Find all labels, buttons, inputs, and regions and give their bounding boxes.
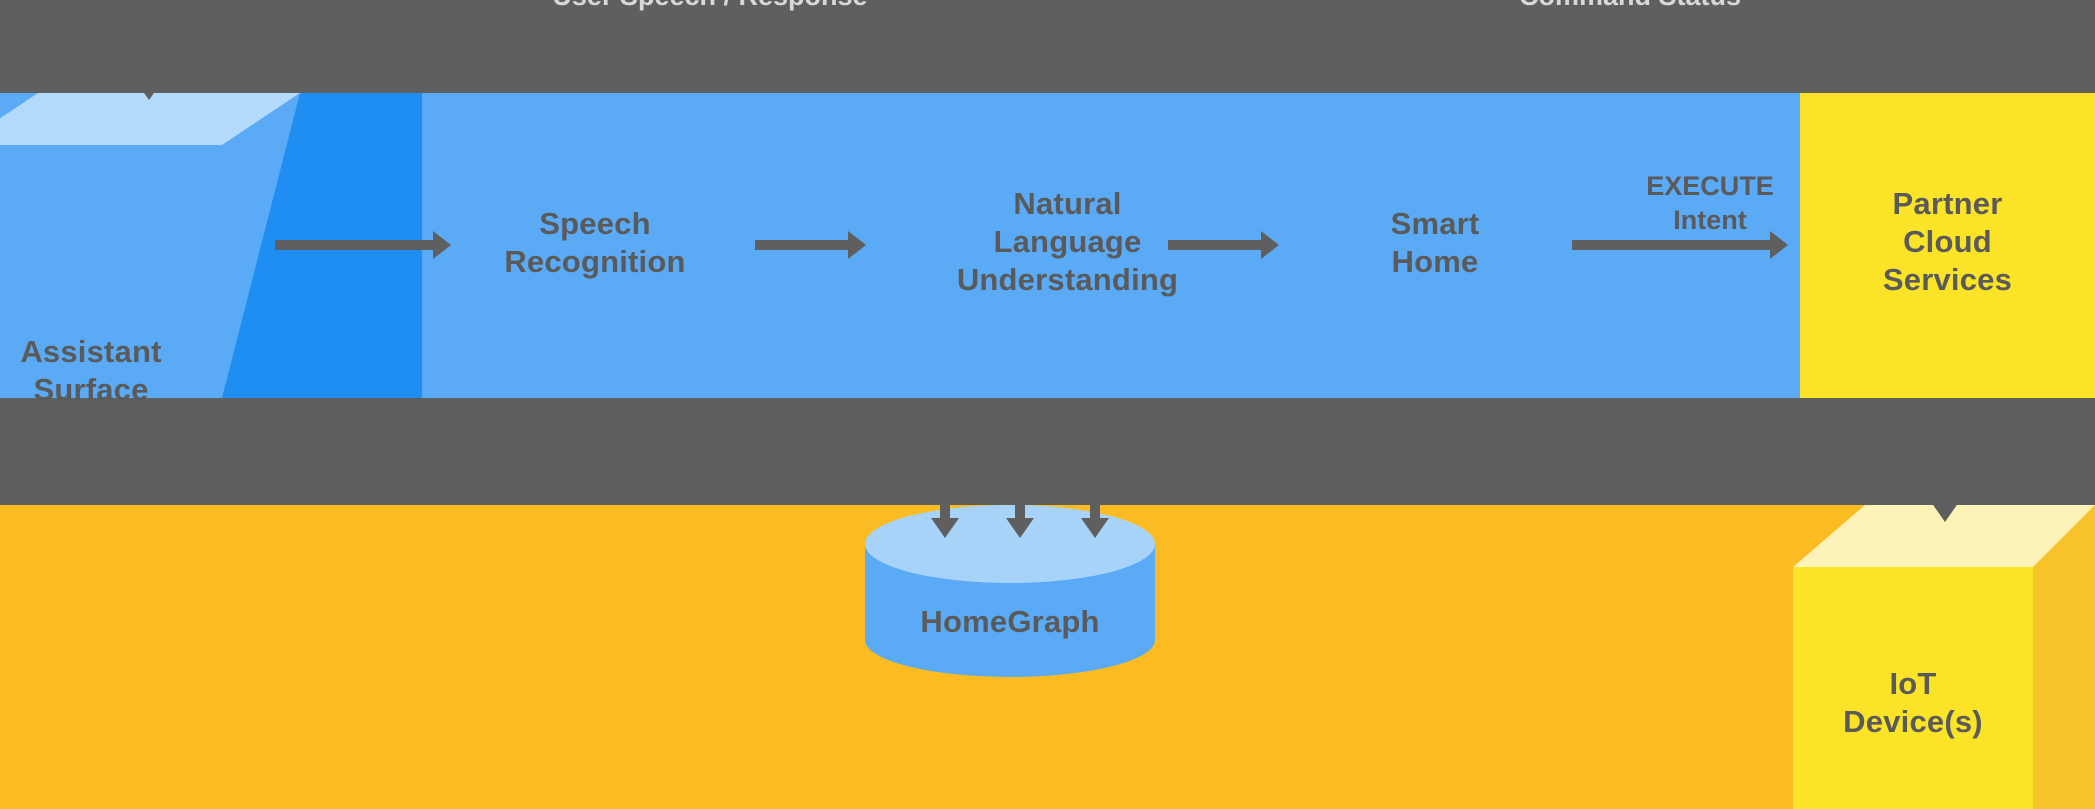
node-label-iot-devices: IoT Device(s) bbox=[1843, 666, 1983, 739]
cylinder-bottom bbox=[865, 603, 1155, 677]
connector-homegraph-rail-short bbox=[945, 472, 1065, 477]
node-label-homegraph: HomeGraph bbox=[920, 604, 1100, 639]
arrow-into-iot-devices bbox=[1931, 462, 1959, 522]
box-front-face bbox=[1800, 93, 2095, 398]
node-label-speech-recognition[interactable]: Speech Recognition bbox=[504, 206, 686, 279]
node-label-smart-home[interactable]: Smart Home bbox=[1390, 206, 1480, 279]
arrow-speech-to-nlu bbox=[755, 231, 866, 259]
arrow-nlu-to-smart-home bbox=[1168, 231, 1279, 259]
edge-label-execute-intent: EXECUTE Intent bbox=[1646, 171, 1774, 235]
arrow-into-assistant-surface bbox=[135, 24, 163, 100]
edge-label-command-status: Command Status bbox=[1450, 0, 1810, 12]
connector-homegraph-rail-upper bbox=[945, 455, 1945, 460]
cylinder-top-cap bbox=[865, 505, 1155, 583]
node-label-partner-cloud-services: Partner Cloud Services bbox=[1882, 186, 2013, 297]
box-front-face bbox=[1793, 567, 2033, 809]
box-top-face bbox=[0, 93, 300, 145]
node-label-assistant-surface: Assistant Surface bbox=[20, 334, 162, 407]
box-front-face bbox=[0, 145, 222, 398]
node-label-natural-language-understanding[interactable]: Natural Language Understanding bbox=[956, 186, 1179, 297]
arrow-smart-home-to-partner-cloud bbox=[1572, 231, 1788, 259]
connector-homegraph-rail-lower bbox=[945, 487, 1945, 492]
connector-command-status bbox=[1470, 72, 1970, 77]
arrow-assistant-to-speech bbox=[275, 231, 451, 259]
node-partner-cloud-services[interactable]: Partner Cloud Services bbox=[1800, 93, 2095, 398]
node-iot-devices[interactable]: IoT Device(s) bbox=[1793, 505, 2095, 809]
edge-label-user-speech-response: User Speech / Response bbox=[520, 0, 900, 12]
node-assistant-surface[interactable]: Assistant Surface bbox=[0, 93, 460, 407]
